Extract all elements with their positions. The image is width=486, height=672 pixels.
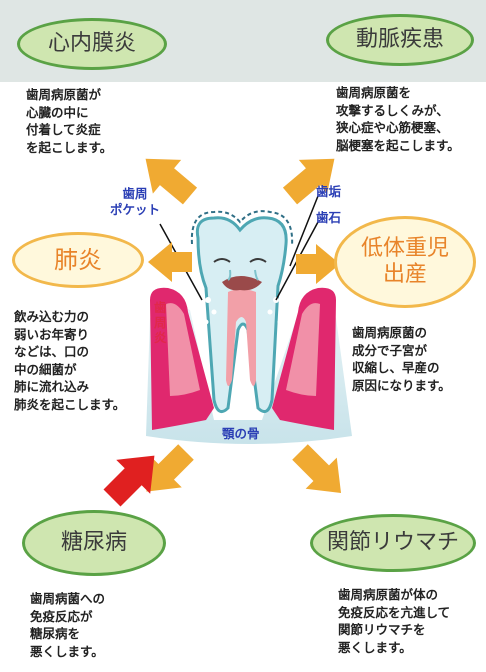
plaque-pointer: [289, 195, 319, 267]
tartar-label: 歯石: [316, 210, 342, 225]
rheumatism-name: 関節リウマチ: [326, 529, 459, 555]
arterial-name: 動脈疾患: [355, 26, 444, 52]
low-birth-weight-name: 低体重児 出産: [360, 235, 449, 287]
plaque-label: 歯垢: [316, 184, 342, 199]
oval-rheumatism: 関節リウマチ: [310, 514, 476, 572]
periodontitis-label: 歯 周 炎: [154, 300, 167, 345]
arrow-to-lowbirth: [296, 244, 340, 284]
diabetes-name: 糖尿病: [60, 529, 127, 555]
oval-arterial: 動脈疾患: [326, 14, 474, 66]
oval-pneumonia: 肺炎: [12, 232, 144, 288]
oval-endocarditis: 心内膜炎: [17, 18, 167, 70]
oval-low-birth-weight: 低体重児 出産: [334, 216, 476, 308]
arrow-to-arterial: [282, 158, 335, 205]
arrow-to-pneumonia: [148, 242, 192, 282]
arrow-to-rheumatism: [292, 444, 342, 494]
endocarditis-name: 心内膜炎: [47, 30, 136, 56]
pocket-label: 歯周 ポケット: [110, 186, 161, 217]
endocarditis-desc: 歯周病原菌が 心臓の中に 付着して炎症 を起こします。: [26, 87, 113, 155]
low-birth-weight-desc: 歯周病原菌の 成分で子宮が 収縮し、早産の 原因になります。: [352, 325, 451, 393]
arrow-from-diabetes: [103, 455, 155, 507]
root-canal: [226, 289, 256, 386]
plaque-outline: [190, 210, 294, 247]
arrow-to-endocarditis: [145, 158, 198, 205]
jawbone-label: 顎の骨: [222, 426, 260, 441]
arrow-to-diabetes: [146, 444, 194, 492]
arterial-desc: 歯周病原菌を 攻撃するしくみが、 狭心症や心筋梗塞、 脳梗塞を起こします。: [336, 85, 460, 153]
oval-diabetes: 糖尿病: [22, 510, 166, 576]
diabetes-desc: 歯周病菌への 免疫反応が 糖尿病を 悪くします。: [30, 591, 106, 659]
pneumonia-desc: 飲み込む力の 弱いお年寄り などは、口の 中の細菌が 肺に流れ込み 肺炎を起こし…: [14, 309, 126, 412]
rheumatism-desc: 歯周病原菌が体の 免疫反応を亢進して 関節リウマチを 悪くします。: [338, 587, 451, 655]
pneumonia-name: 肺炎: [54, 245, 102, 274]
